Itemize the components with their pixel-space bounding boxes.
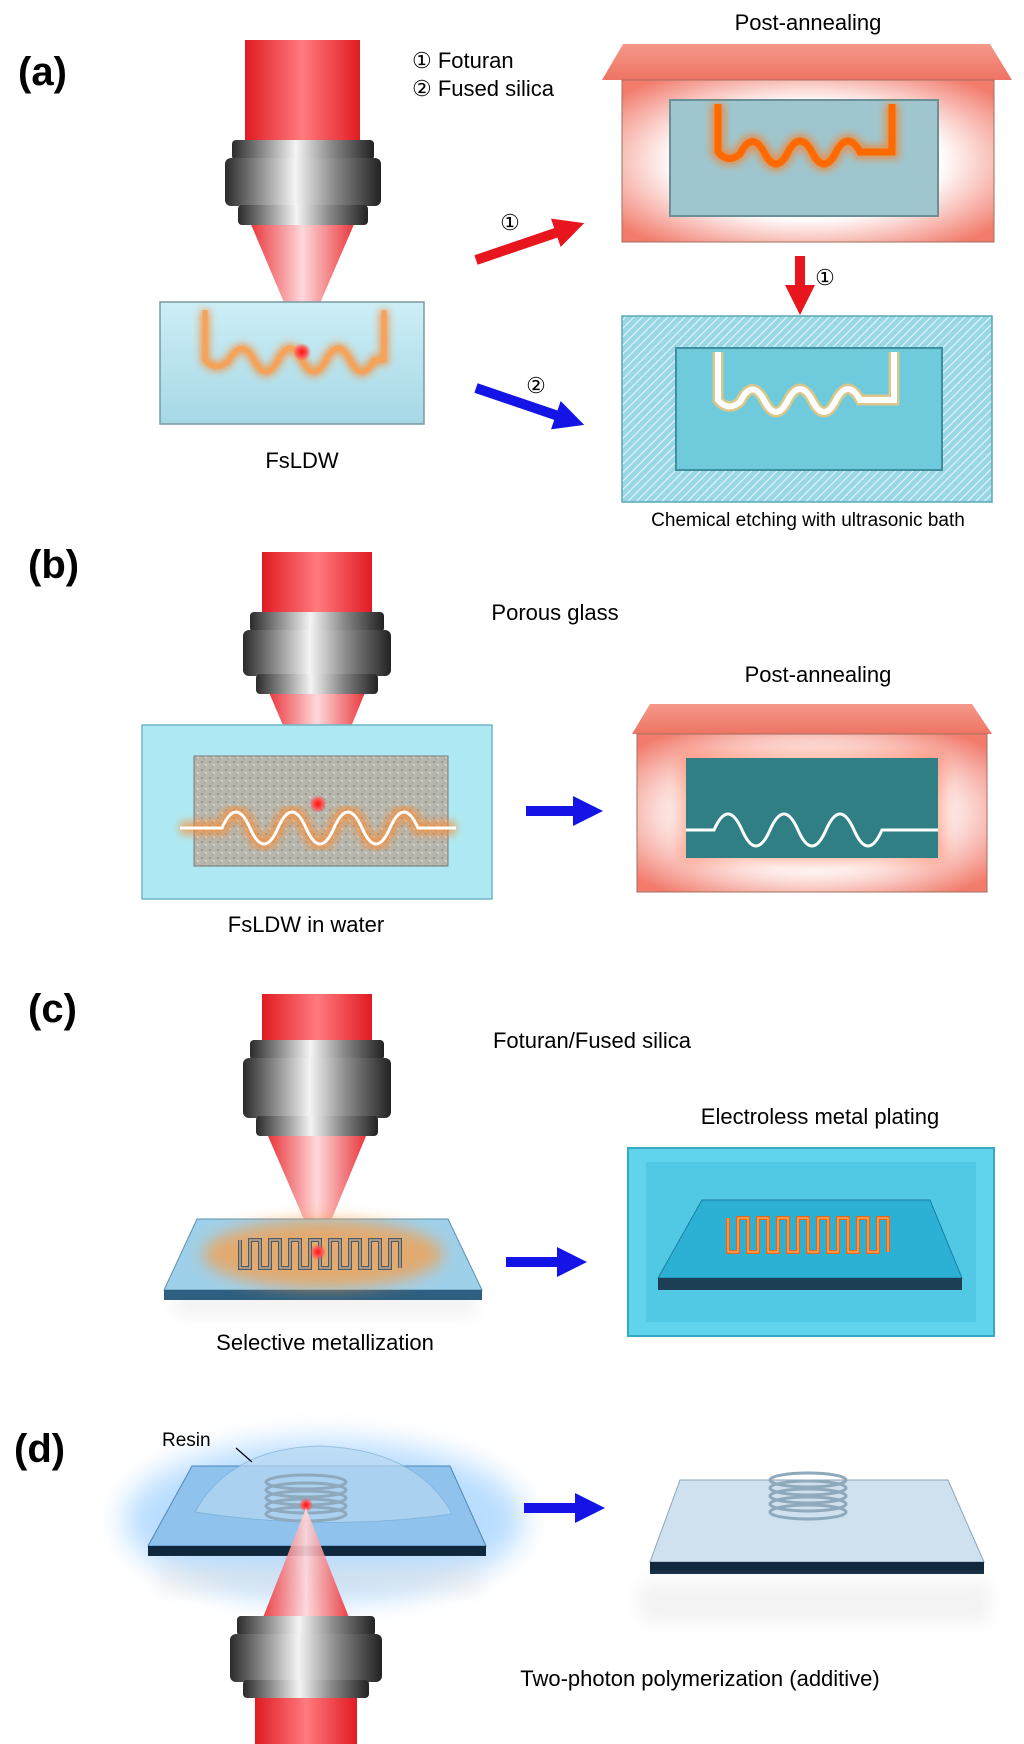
objective-lens-icon xyxy=(225,40,381,345)
post-annealing-b: Post-annealing xyxy=(745,662,892,687)
panel-a-label: (a) xyxy=(18,50,67,94)
panel-d-label: (d) xyxy=(14,1427,65,1471)
etching-caption: Chemical etching with ultrasonic bath xyxy=(651,510,965,531)
legend-fused-silica: ② Fused silica xyxy=(412,76,555,101)
process-arrow-icon xyxy=(474,383,585,430)
plating-bath-icon xyxy=(627,1147,995,1337)
resin-label: Resin xyxy=(162,1430,211,1451)
material-label: Foturan/Fused silica xyxy=(493,1028,692,1053)
selective-caption: Selective metallization xyxy=(216,1330,434,1355)
panel-c-label: (c) xyxy=(28,987,77,1031)
furnace-icon xyxy=(632,704,992,893)
legend-foturan: ① Foturan xyxy=(412,48,514,73)
porous-glass-label: Porous glass xyxy=(491,600,618,625)
panel-c: (c) Foturan/Fused silica Selective metal… xyxy=(28,987,995,1355)
glass-substrate-icon xyxy=(159,301,425,425)
post-annealing-a: Post-annealing xyxy=(735,10,882,35)
plating-label: Electroless metal plating xyxy=(701,1104,939,1129)
process-arrow-icon xyxy=(474,218,585,265)
panel-b: (b) Porous glass FsLDW in water Post-ann… xyxy=(28,543,992,937)
etched-substrate-icon xyxy=(621,315,993,503)
panel-b-label: (b) xyxy=(28,543,79,587)
panel-a: (a) FsLDW ① Foturan ② Fused silica ① ② P… xyxy=(18,10,1012,531)
panel-d: (d) Resin xyxy=(14,1427,990,1744)
glass-substrate-icon xyxy=(141,724,493,900)
arrow-down-tag: ① xyxy=(815,265,835,290)
glass-substrate-icon xyxy=(640,1471,990,1622)
furnace-icon xyxy=(602,44,1012,243)
helix-coil-icon xyxy=(768,1471,848,1521)
arrow-1-tag: ① xyxy=(500,210,520,235)
objective-lens-icon xyxy=(230,1508,382,1744)
tpp-caption: Two-photon polymerization (additive) xyxy=(520,1666,880,1691)
fsldw-caption: FsLDW xyxy=(265,448,339,473)
arrow-2-tag: ② xyxy=(526,373,546,398)
fsldw-water-caption: FsLDW in water xyxy=(228,912,384,937)
objective-lens-icon xyxy=(243,994,391,1252)
glass-substrate-icon xyxy=(163,1218,483,1316)
